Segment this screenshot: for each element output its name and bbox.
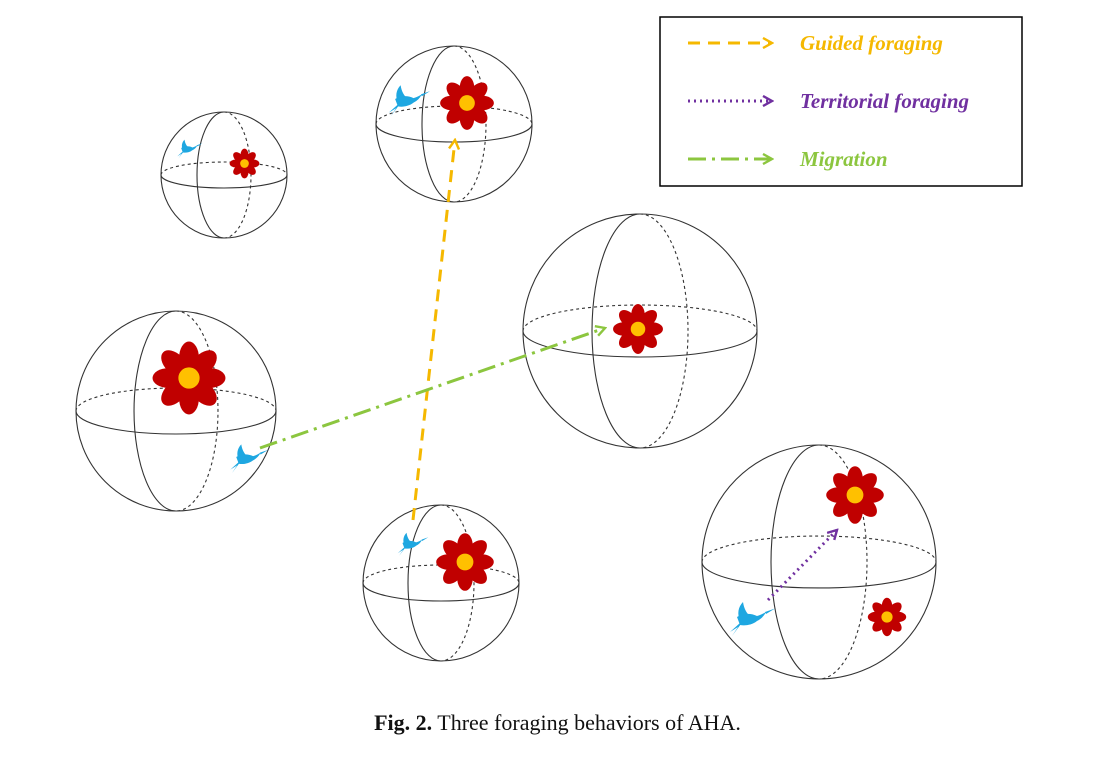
foraging-diagram: Guided foraging Territorial foraging Mig… [75,16,1023,680]
territorial-foraging-arrow [766,530,837,602]
sphere-top-middle [375,45,533,203]
legend-item-migration: Migration [688,147,888,171]
sphere-small-top-left [160,111,288,239]
legend-box [659,16,1023,187]
legend-item-territorial-foraging: Territorial foraging [688,89,969,113]
flower-icon [826,466,884,524]
figure-caption: Fig. 2. Three foraging behaviors of AHA. [0,710,1115,736]
sphere-large-middle-right [522,213,758,449]
sphere-large-left [75,310,277,512]
legend-label-territorial: Territorial foraging [800,89,969,113]
legend-label-migration: Migration [799,147,888,171]
legend-label-guided: Guided foraging [800,31,943,55]
caption-label: Fig. 2. [374,710,433,735]
guided-foraging-arrow [411,140,455,521]
flower-icon [152,341,226,415]
flower-icon [440,76,494,130]
hummingbird-icon [397,532,429,556]
flower-icon [867,597,907,637]
hummingbird-icon [730,602,775,636]
migration-arrow [259,328,605,450]
caption-text: Three foraging behaviors of AHA. [437,710,741,735]
legend-item-guided-foraging: Guided foraging [688,31,943,55]
flower-icon [436,533,494,591]
sphere-bottom-right [701,444,937,680]
flower-icon [613,304,663,354]
flower-icon [229,148,260,179]
legend: Guided foraging Territorial foraging Mig… [659,16,1023,187]
sphere-bottom-middle [362,504,520,662]
